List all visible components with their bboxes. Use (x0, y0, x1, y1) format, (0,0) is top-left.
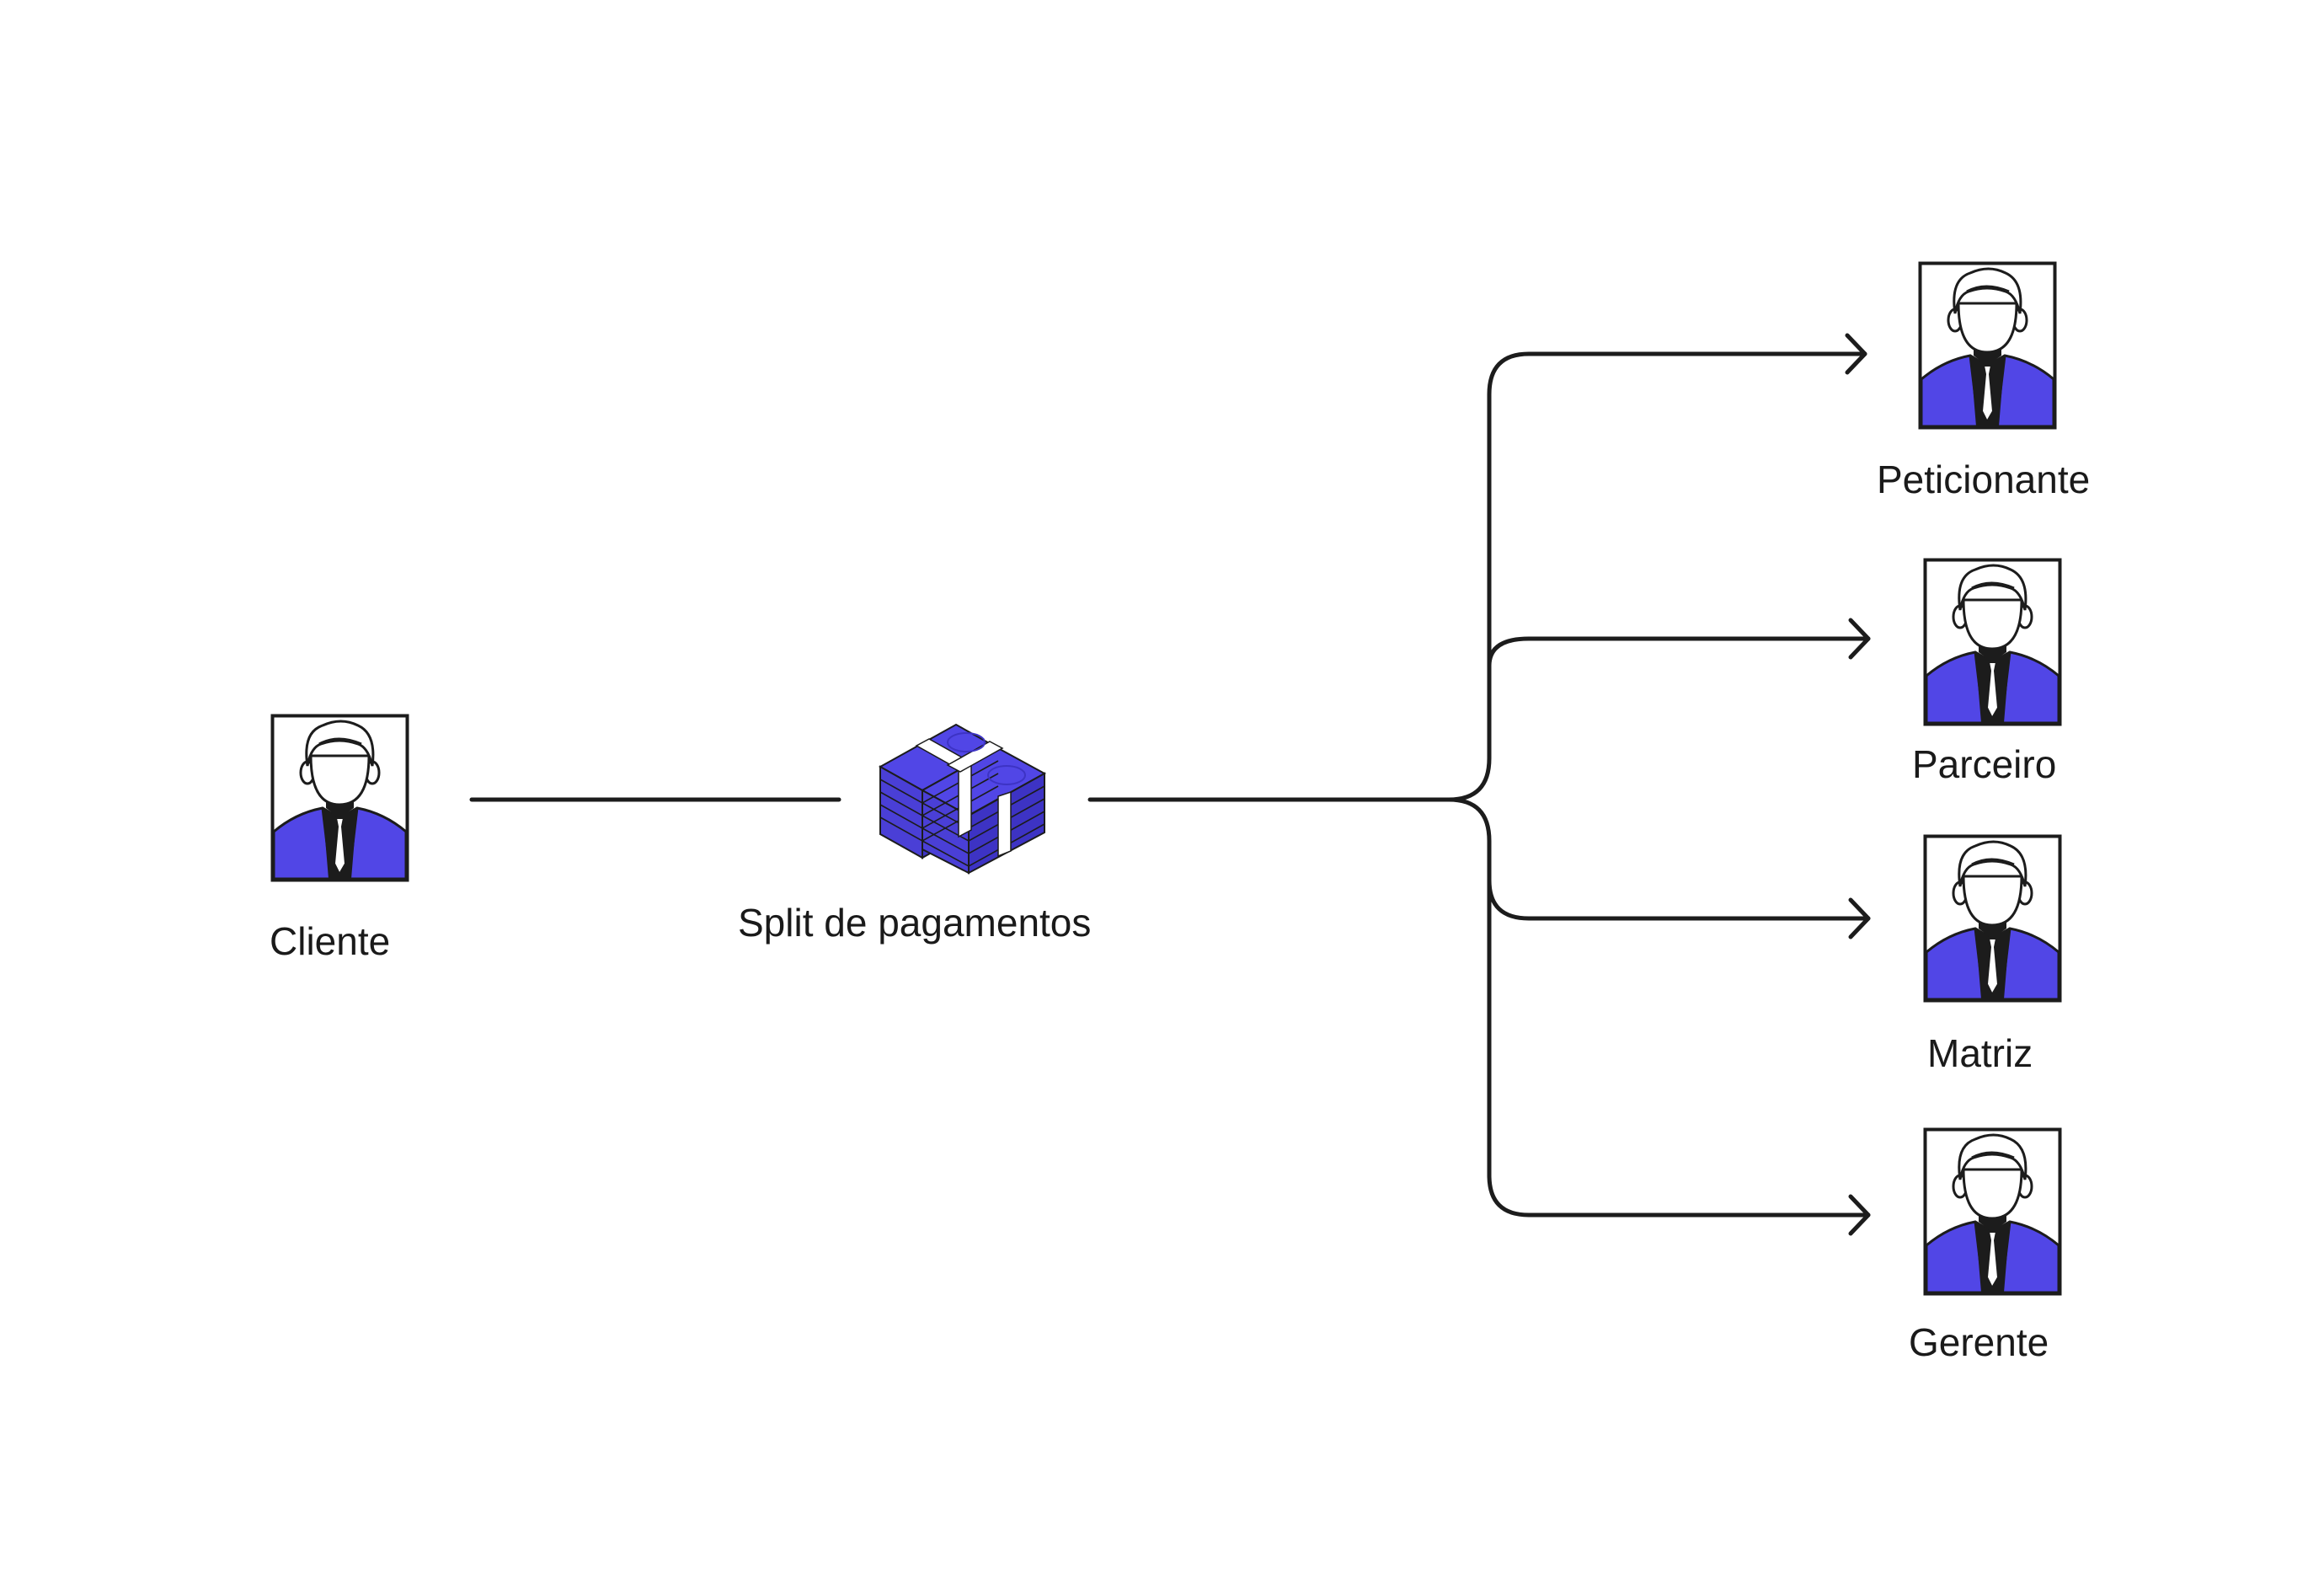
branch-lines (1446, 333, 1871, 1236)
parceiro-label: Parceiro (1912, 742, 2057, 786)
branch-matriz-line (1446, 797, 1871, 921)
arrowhead-peticionante-icon (1845, 333, 1867, 375)
cliente-portrait-icon (270, 714, 409, 882)
matriz-label: Matriz (1927, 1031, 2033, 1075)
matriz-portrait-icon (1923, 834, 2062, 1003)
money-stack-icon (878, 723, 1047, 875)
split-label: Split de pagamentos (738, 901, 1092, 945)
cliente-label: Cliente (270, 919, 391, 963)
gerente-label: Gerente (1909, 1320, 2049, 1364)
branch-gerente-line (1487, 878, 1871, 1218)
peticionante-portrait-icon (1918, 261, 2057, 430)
branch-peticionante-line (1446, 351, 1867, 802)
gerente-portrait-icon (1923, 1127, 2062, 1296)
branch-parceiro-line (1487, 636, 1871, 668)
arrowhead-matriz-icon (1848, 897, 1871, 939)
arrowhead-parceiro-icon (1848, 618, 1871, 660)
arrowhead-gerente-icon (1848, 1194, 1871, 1236)
peticionante-label: Peticionante (1877, 458, 2091, 501)
parceiro-portrait-icon (1923, 558, 2062, 726)
